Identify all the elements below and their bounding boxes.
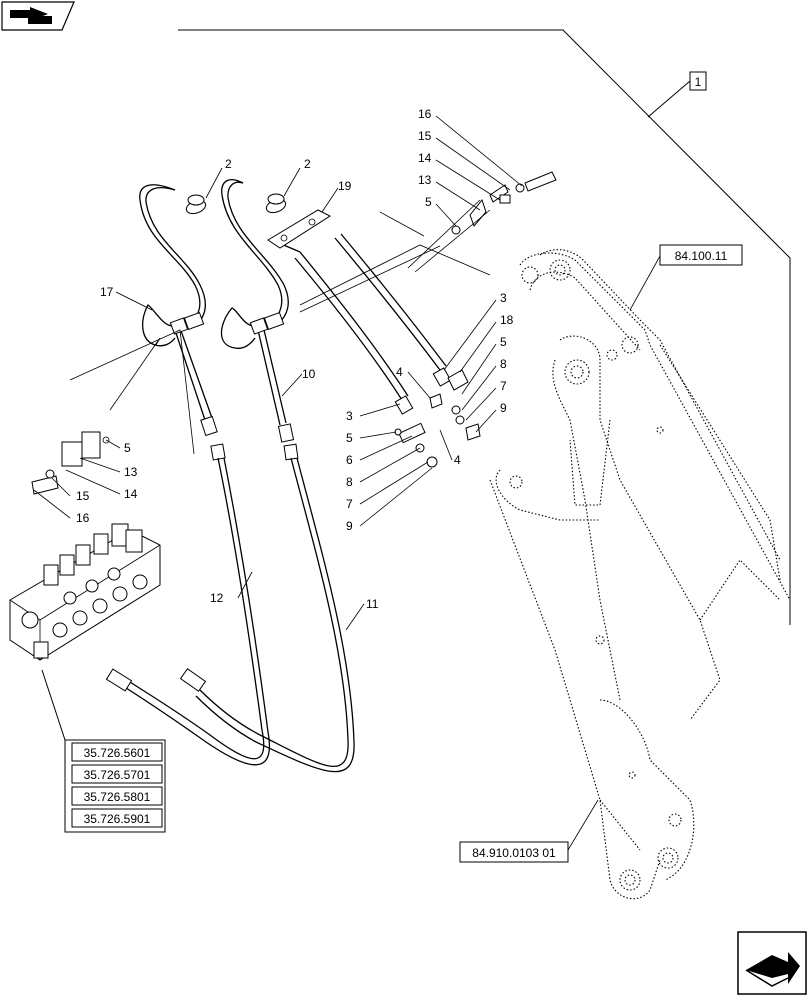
valve-spools: [43, 523, 143, 586]
leader-lines: [33, 115, 661, 851]
top-fitting-group: [451, 171, 557, 235]
valve-ref-1[interactable]: 35.726.5601: [71, 742, 163, 762]
valve-ref-3[interactable]: 35.726.5801: [71, 786, 163, 806]
callout-5[interactable]: 5: [500, 335, 507, 349]
svg-text:84.910.0103 01: 84.910.0103 01: [472, 846, 556, 860]
callout-4[interactable]: 4: [454, 453, 461, 467]
callout-13[interactable]: 13: [418, 173, 432, 187]
callout-12[interactable]: 12: [210, 591, 224, 605]
callout-7[interactable]: 7: [346, 497, 353, 511]
callout-9[interactable]: 9: [346, 519, 353, 533]
control-valve[interactable]: [9, 523, 161, 661]
svg-text:35.726.5701: 35.726.5701: [84, 768, 151, 782]
valve-ref-4[interactable]: 35.726.5901: [71, 808, 163, 828]
svg-text:35.726.5801: 35.726.5801: [84, 790, 151, 804]
callout-labels: 2 2 19 16 15 14 13 5 17 3 18 5 8 7 9 4 1…: [76, 107, 514, 611]
callout-17[interactable]: 17: [100, 285, 114, 299]
callout-16[interactable]: 16: [76, 511, 90, 525]
callout-8[interactable]: 8: [346, 475, 353, 489]
assembly-frame: [178, 29, 791, 625]
callout-8[interactable]: 8: [500, 357, 507, 371]
callout-11[interactable]: 11: [366, 597, 379, 611]
callout-3[interactable]: 3: [346, 409, 353, 423]
ref-boom-box[interactable]: 84.100.11: [659, 244, 743, 266]
page-nav-icon[interactable]: [1, 1, 75, 31]
callout-14[interactable]: 14: [418, 151, 432, 165]
callout-10[interactable]: 10: [302, 367, 316, 381]
svg-text:84.100.11: 84.100.11: [675, 249, 728, 263]
arrow-icon: [10, 7, 52, 24]
callout-15[interactable]: 15: [418, 129, 432, 143]
valve-ref-2[interactable]: 35.726.5701: [71, 764, 163, 784]
callout-19[interactable]: 19: [338, 179, 352, 193]
callout-5[interactable]: 5: [425, 195, 432, 209]
callout-3[interactable]: 3: [500, 291, 507, 305]
callout-9[interactable]: 9: [500, 401, 507, 415]
clamp-left[interactable]: [185, 194, 208, 216]
svg-text:1: 1: [695, 75, 702, 89]
leader-wedges: [69, 211, 491, 455]
callout-5[interactable]: 5: [124, 441, 131, 455]
ref-arm-box[interactable]: 84.910.0103 01: [459, 841, 569, 863]
loader-boom: [489, 249, 791, 900]
hose-assembly: [105, 179, 452, 773]
callout-15[interactable]: 15: [76, 489, 90, 503]
callout-2[interactable]: 2: [304, 157, 311, 171]
callout-2[interactable]: 2: [225, 157, 232, 171]
clamp-right[interactable]: [265, 193, 288, 215]
callout-4[interactable]: 4: [396, 365, 403, 379]
callout-6[interactable]: 6: [346, 453, 353, 467]
callout-18[interactable]: 18: [500, 313, 514, 327]
callout-1[interactable]: 1: [689, 71, 707, 91]
svg-text:35.726.5901: 35.726.5901: [84, 812, 151, 826]
callout-5[interactable]: 5: [346, 431, 353, 445]
bracket-19[interactable]: [267, 209, 332, 249]
valve-ref-group: 35.726.5601 35.726.5701 35.726.5801 35.7…: [64, 739, 166, 833]
return-arrow-icon: [745, 952, 800, 987]
callout-14[interactable]: 14: [124, 487, 138, 501]
next-page-icon[interactable]: [737, 931, 807, 995]
valve-ports: [21, 567, 148, 659]
callout-13[interactable]: 13: [124, 465, 138, 479]
left-fitting-group: [31, 431, 110, 495]
callout-16[interactable]: 16: [418, 107, 432, 121]
svg-text:35.726.5601: 35.726.5601: [84, 746, 151, 760]
mid-fitting-group: [394, 199, 491, 468]
callout-7[interactable]: 7: [500, 379, 507, 393]
